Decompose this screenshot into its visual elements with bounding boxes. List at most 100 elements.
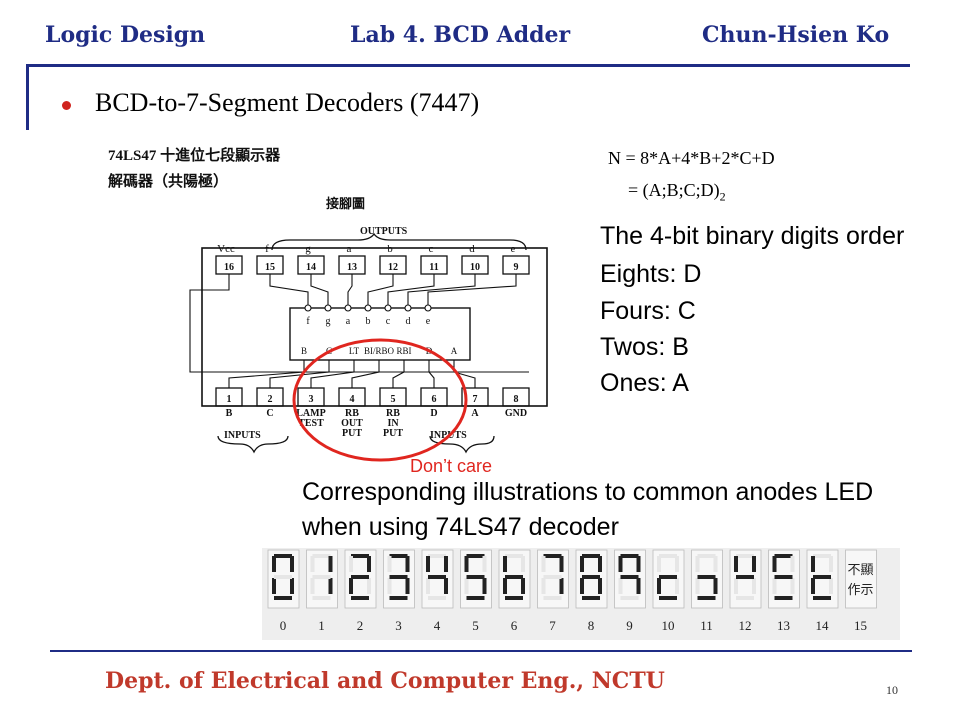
segment-g bbox=[466, 575, 485, 579]
bullet-icon bbox=[62, 101, 71, 110]
segment-digit-3 bbox=[383, 549, 415, 609]
segment-b bbox=[290, 556, 294, 572]
order-ones: Ones: A bbox=[600, 369, 689, 397]
segment-b bbox=[444, 556, 448, 572]
pin-name: PUT bbox=[342, 428, 362, 439]
segment-g bbox=[428, 575, 446, 579]
dont-care-highlight bbox=[292, 338, 468, 462]
segment-number-label: 2 bbox=[357, 618, 364, 633]
segment-d bbox=[543, 596, 562, 600]
segment-digit-2 bbox=[344, 549, 377, 609]
pin-number: 7 bbox=[473, 394, 478, 405]
pin-name: b bbox=[387, 243, 393, 255]
order-eights: Eights: D bbox=[600, 260, 702, 288]
segment-g bbox=[813, 575, 831, 579]
segment-e bbox=[811, 578, 815, 594]
segment-d bbox=[582, 596, 600, 600]
segment-f bbox=[426, 556, 430, 572]
output-wire bbox=[407, 274, 476, 305]
pin-name: c bbox=[429, 243, 434, 255]
output-wire bbox=[367, 274, 394, 305]
segment-d bbox=[466, 596, 485, 600]
segment-e bbox=[657, 578, 661, 594]
segment-a bbox=[697, 554, 716, 558]
footer-dept: Dept. of Electrical and Computer Eng., N… bbox=[105, 668, 665, 694]
dont-care-label: Don’t care bbox=[410, 456, 493, 476]
decoder-input-label: B bbox=[301, 346, 307, 356]
segment-d bbox=[505, 596, 523, 600]
decoder-output-label: e bbox=[426, 316, 431, 327]
segment-a bbox=[813, 554, 831, 558]
bottom-pin-2: 2C bbox=[256, 387, 284, 419]
segment-number-label: 5 bbox=[472, 618, 479, 633]
segment-d bbox=[389, 596, 408, 600]
segment-b bbox=[367, 556, 371, 572]
header-course: Logic Design bbox=[45, 22, 206, 48]
output-wire bbox=[387, 274, 435, 305]
formula-line-2: = (A;B;C;D)2 bbox=[628, 180, 726, 205]
order-twos: Twos: B bbox=[600, 333, 689, 361]
footer-rule bbox=[50, 650, 912, 652]
segment-f bbox=[618, 556, 623, 572]
segment-number-label: 15 bbox=[854, 618, 867, 633]
segment-a bbox=[543, 554, 562, 558]
segment-c bbox=[598, 578, 602, 594]
segment-f bbox=[580, 556, 584, 572]
decoder-output-label: d bbox=[406, 316, 411, 327]
segment-e bbox=[310, 578, 315, 594]
pin-name: g bbox=[305, 243, 311, 255]
input-wire bbox=[428, 360, 435, 388]
slide-title: BCD-to-7-Segment Decoders (7447) bbox=[95, 88, 480, 117]
segment-c bbox=[636, 578, 641, 594]
segment-digit-14 bbox=[806, 549, 839, 609]
segment-b bbox=[598, 556, 602, 572]
segment-c bbox=[713, 578, 718, 594]
segment-e bbox=[734, 578, 738, 594]
segment-e bbox=[772, 578, 777, 594]
segment-number-label: 11 bbox=[700, 618, 713, 633]
pin-name: Vcc bbox=[217, 243, 235, 255]
outputs-brace bbox=[271, 232, 527, 251]
pin-name: D bbox=[430, 408, 437, 419]
segment-digit-4 bbox=[421, 549, 454, 609]
output-wire bbox=[427, 274, 517, 305]
chip-package bbox=[201, 247, 548, 407]
segment-d bbox=[736, 596, 754, 600]
segment-e bbox=[426, 578, 430, 594]
segment-digit-0 bbox=[267, 549, 300, 609]
decoder-output-label: a bbox=[346, 316, 351, 327]
segment-f bbox=[387, 556, 392, 572]
segment-d bbox=[697, 596, 716, 600]
segment-a bbox=[389, 554, 408, 558]
pin-diagram-label: 接腳圖 bbox=[326, 196, 365, 211]
segment-e bbox=[349, 578, 353, 594]
pin-number: 9 bbox=[514, 262, 519, 273]
pin-name: C bbox=[266, 408, 273, 419]
segment-d bbox=[312, 596, 331, 600]
segment-e bbox=[695, 578, 700, 594]
output-bubble bbox=[324, 304, 332, 312]
header-left-rule bbox=[26, 64, 29, 130]
segment-digit-10 bbox=[652, 549, 685, 609]
output-bubble bbox=[344, 304, 352, 312]
segment-c bbox=[328, 578, 333, 594]
segment-number-label: 9 bbox=[626, 618, 633, 633]
pin-name: B bbox=[226, 408, 233, 419]
segment-a bbox=[736, 554, 754, 558]
pin-number: 3 bbox=[309, 394, 314, 405]
segment-e bbox=[272, 578, 276, 594]
segment-d bbox=[620, 596, 639, 600]
formula-line-2-text: = (A;B;C;D) bbox=[628, 180, 720, 200]
segment-b bbox=[405, 556, 410, 572]
segment-a bbox=[466, 554, 485, 558]
segment-g bbox=[582, 575, 600, 579]
segment-g bbox=[312, 575, 331, 579]
pin-name: RB bbox=[386, 408, 400, 419]
segment-b bbox=[636, 556, 641, 572]
segment-number-label: 4 bbox=[434, 618, 441, 633]
order-fours: Fours: C bbox=[600, 297, 696, 325]
pin-number: 2 bbox=[268, 394, 273, 405]
